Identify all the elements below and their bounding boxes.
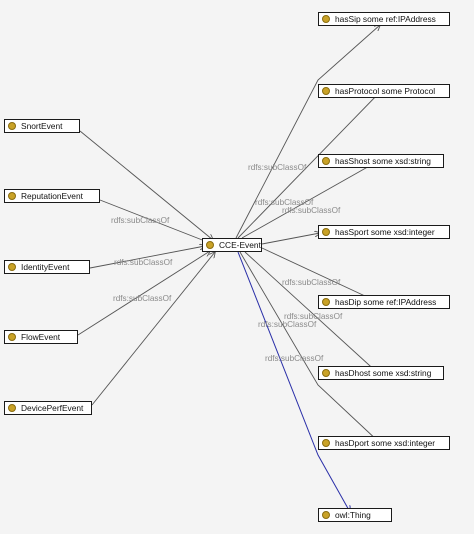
- edge-label-hasdport: rdfs:subClassOf: [265, 354, 324, 363]
- node-hassport[interactable]: hasSport some xsd:integer: [318, 225, 450, 239]
- edge-label-hasdhost: rdfs:subClassOf: [284, 312, 343, 321]
- class-icon: [8, 404, 16, 412]
- edge-label-reputation: rdfs:subClassOf: [111, 216, 170, 225]
- node-snort-event[interactable]: SnortEvent: [4, 119, 80, 133]
- node-identity-event[interactable]: IdentityEvent: [4, 260, 90, 274]
- edge-label-hasdip2: rdfs:subClassOf: [258, 320, 317, 329]
- class-icon: [8, 333, 16, 341]
- class-icon: [322, 511, 330, 519]
- node-hasprotocol[interactable]: hasProtocol some Protocol: [318, 84, 450, 98]
- class-icon: [8, 122, 16, 130]
- edge-cce-hasdhost: [244, 251, 380, 375]
- edge-identity-cce: [89, 246, 205, 269]
- node-deviceperf-event[interactable]: DevicePerfEvent: [4, 401, 92, 415]
- node-hasdip[interactable]: hasDip some ref:IPAddress: [318, 295, 450, 309]
- edge-label-identity: rdfs:subClassOf: [114, 258, 173, 267]
- node-label: FlowEvent: [21, 332, 61, 342]
- node-label: hasDport some xsd:integer: [335, 438, 436, 448]
- class-icon: [206, 241, 214, 249]
- node-hassip[interactable]: hasSip some ref:IPAddress: [318, 12, 450, 26]
- node-hasdport[interactable]: hasDport some xsd:integer: [318, 436, 450, 450]
- class-icon: [322, 369, 330, 377]
- edge-deviceperf-cce: [91, 252, 215, 406]
- edge-cce-hasdip: [261, 247, 380, 303]
- node-label: hasDip some ref:IPAddress: [335, 297, 437, 307]
- node-label: hasShost some xsd:string: [335, 156, 431, 166]
- class-icon: [322, 87, 330, 95]
- edge-label-hassport: rdfs:subClassOf: [282, 206, 341, 215]
- node-cce-event[interactable]: CCE-Event: [202, 238, 262, 252]
- edge-cce-hassip: [235, 25, 380, 239]
- node-flow-event[interactable]: FlowEvent: [4, 330, 78, 344]
- node-reputation-event[interactable]: ReputationEvent: [4, 189, 100, 203]
- edge-cce-hassport: [261, 233, 320, 245]
- edge-label-hasdip: rdfs:subClassOf: [282, 278, 341, 287]
- class-icon: [8, 192, 16, 200]
- edge-label-flow: rdfs:subClassOf: [113, 294, 172, 303]
- node-label: SnortEvent: [21, 121, 63, 131]
- node-hasdhost[interactable]: hasDhost some xsd:string: [318, 366, 444, 380]
- node-owl-thing[interactable]: owl:Thing: [318, 508, 392, 522]
- edge-label-hasshost: rdfs:subClassOf: [248, 163, 307, 172]
- node-label: hasSport some xsd:integer: [335, 227, 435, 237]
- node-label: hasSip some ref:IPAddress: [335, 14, 436, 24]
- edge-cce-hasdport: [239, 251, 380, 443]
- node-label: CCE-Event: [219, 240, 261, 250]
- node-label: hasDhost some xsd:string: [335, 368, 432, 378]
- class-icon: [322, 298, 330, 306]
- class-icon: [8, 263, 16, 271]
- node-label: hasProtocol some Protocol: [335, 86, 436, 96]
- class-icon: [322, 157, 330, 165]
- node-label: DevicePerfEvent: [21, 403, 84, 413]
- node-label: IdentityEvent: [21, 262, 70, 272]
- class-icon: [322, 228, 330, 236]
- node-label: owl:Thing: [335, 510, 371, 520]
- node-hasshost[interactable]: hasShost some xsd:string: [318, 154, 444, 168]
- edge-flow-cce: [77, 251, 210, 336]
- edge-cce-owlthing: [237, 251, 350, 512]
- edge-snort-cce: [79, 130, 213, 240]
- class-icon: [322, 439, 330, 447]
- edge-cce-hasshost: [241, 160, 380, 239]
- edge-reputation-cce: [99, 199, 210, 243]
- edge-cce-hasprotocol: [237, 92, 380, 239]
- node-label: ReputationEvent: [21, 191, 83, 201]
- edge-label-hasshost2: rdfs:subClassOf: [255, 198, 314, 207]
- class-icon: [322, 15, 330, 23]
